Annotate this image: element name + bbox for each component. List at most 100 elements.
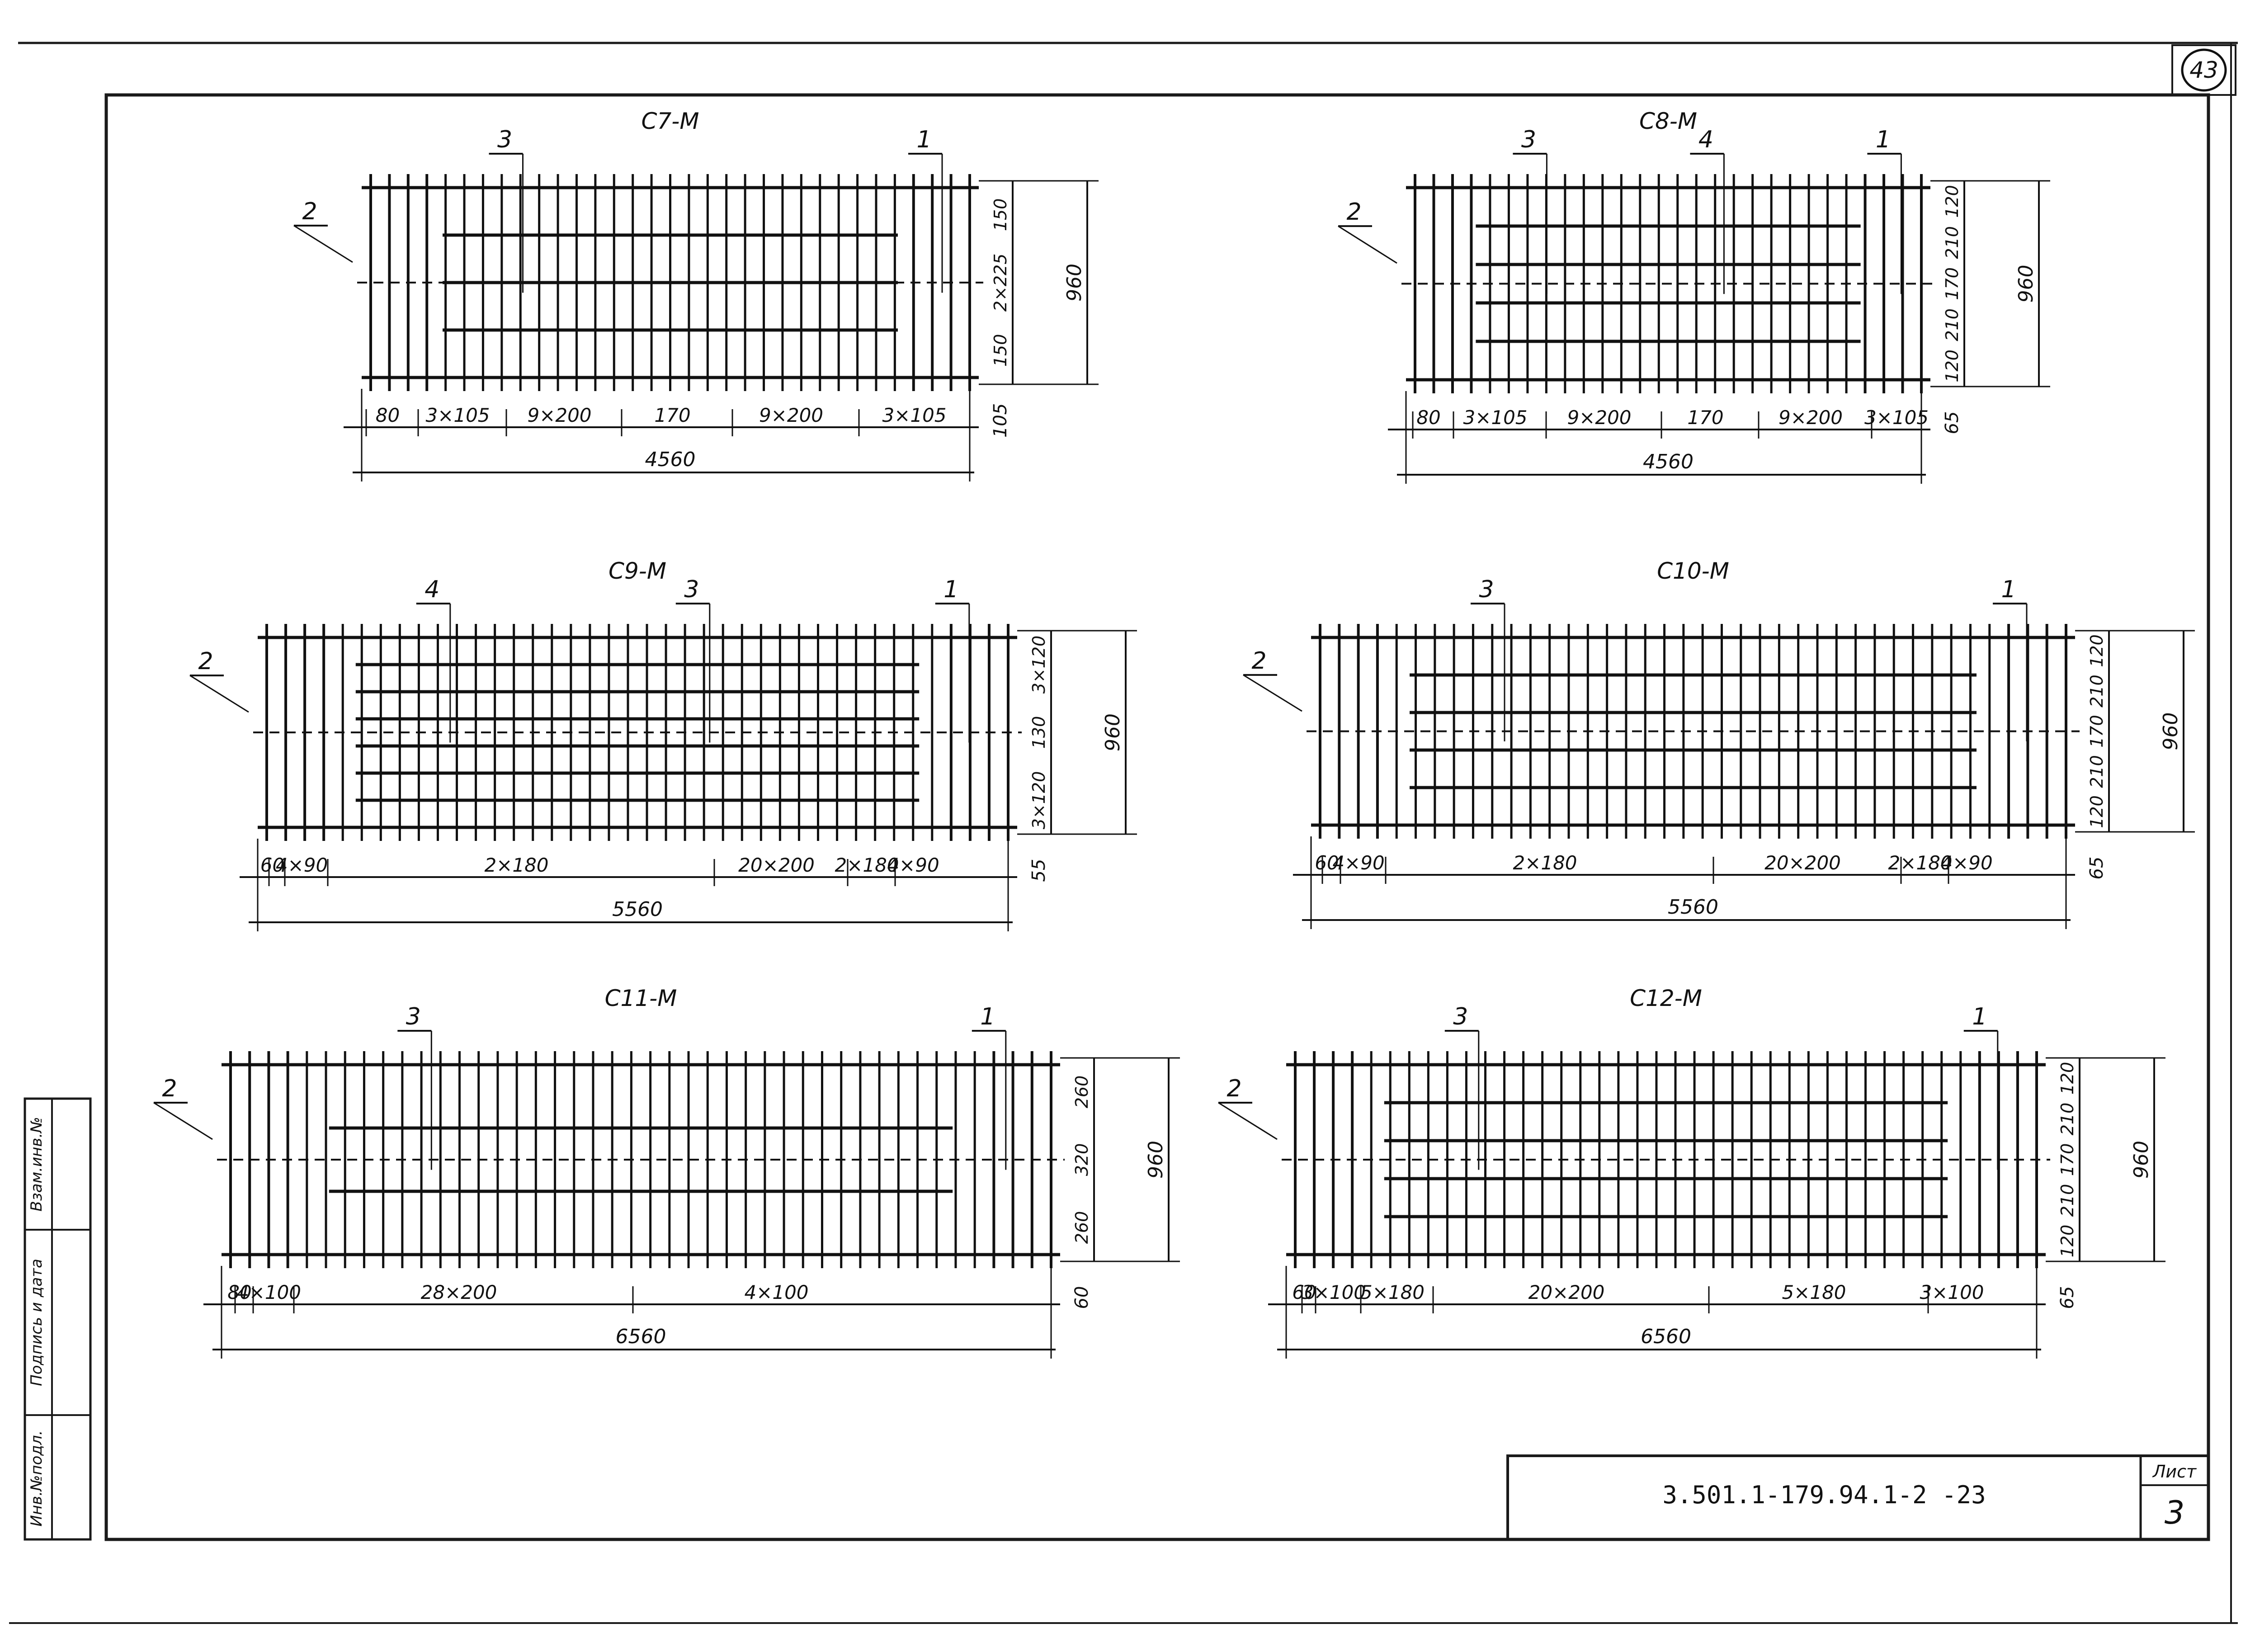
column-dimension: 3×100 <box>1920 1281 1984 1303</box>
column-dimension: 3×105 <box>1864 406 1929 429</box>
mesh-bars <box>253 624 1022 841</box>
row-dimension: 3×120 <box>1029 636 1049 694</box>
row-dimension: 320 <box>1072 1143 1092 1176</box>
sheet-number: 3 <box>2165 1494 2185 1531</box>
position-number: 2 <box>1346 198 1361 226</box>
position-number: 1 <box>1972 1003 1987 1030</box>
row-dimension: 210 <box>2057 1184 2077 1217</box>
column-dimension: 4×90 <box>1332 852 1384 874</box>
overall-width: 6560 <box>1641 1325 1691 1348</box>
row-dimension: 120 <box>2057 1225 2077 1258</box>
position-leaders <box>293 153 943 293</box>
overall-width: 4560 <box>1643 450 1694 473</box>
column-dimension: 4×90 <box>887 854 939 876</box>
mesh-title: С11-М <box>605 985 677 1011</box>
column-dimension: 9×200 <box>1567 406 1631 429</box>
drawing-frame <box>9 42 2238 1624</box>
document-number: 3.501.1-179.94.1-2 -23 <box>1662 1481 1986 1509</box>
row-dimension: 120 <box>2057 1062 2077 1095</box>
row-dimension: 170 <box>1942 267 1962 300</box>
column-dimension: 5×180 <box>1360 1281 1425 1303</box>
position-number: 3 <box>497 126 512 153</box>
overall-width: 5560 <box>612 898 663 921</box>
dimension-chain <box>1268 1057 2165 1359</box>
bottom-offset: 65 <box>2086 857 2107 880</box>
position-number: 2 <box>198 648 213 675</box>
leader-line <box>153 1102 213 1140</box>
leader-line <box>293 225 353 263</box>
sheet-mark-box <box>2171 44 2236 96</box>
overall-width: 6560 <box>616 1325 666 1348</box>
sheet-label: Лист <box>2152 1462 2197 1482</box>
mesh-title: С10-М <box>1657 558 1729 584</box>
side-stamp-replaced: Взам.инв.№ <box>28 1117 46 1211</box>
dimension-chain <box>240 630 1137 931</box>
column-dimension: 4×90 <box>276 854 328 876</box>
column-dimension: 3×105 <box>425 404 490 426</box>
mesh-title: С12-М <box>1630 985 1702 1011</box>
row-dimension: 120 <box>2087 795 2107 828</box>
column-dimension: 3×105 <box>882 404 946 426</box>
column-dimension: 80 <box>1416 406 1440 429</box>
position-leaders <box>1338 153 1902 294</box>
row-dimension: 120 <box>1942 349 1962 382</box>
column-dimension: 2×180 <box>484 854 548 876</box>
overall-height: 960 <box>2014 265 2038 303</box>
column-dimension: 20×200 <box>1528 1281 1605 1303</box>
position-number: 1 <box>2001 576 2016 603</box>
column-dimension: 2×180 <box>1513 852 1577 874</box>
row-dimension: 130 <box>1029 716 1049 749</box>
dimension-chain <box>1293 630 2195 929</box>
position-number: 2 <box>162 1075 177 1102</box>
mesh-title: С9-М <box>609 558 666 584</box>
row-dimension: 210 <box>2087 675 2107 708</box>
bottom-offset: 60 <box>1071 1286 1092 1309</box>
column-dimension: 4×90 <box>1940 852 1992 874</box>
column-dimension: 5×180 <box>1782 1281 1846 1303</box>
column-dimension: 20×200 <box>738 854 815 876</box>
column-dimension: 80 <box>227 1281 251 1303</box>
position-number: 3 <box>1521 126 1536 153</box>
position-leaders <box>189 603 970 743</box>
position-leaders <box>153 1030 1007 1170</box>
leader-line <box>1243 674 1302 712</box>
row-dimension: 210 <box>2057 1103 2077 1136</box>
inner-border <box>104 93 2210 1541</box>
bottom-offset: 65 <box>1942 411 1963 434</box>
overall-width: 5560 <box>1668 896 1718 919</box>
position-number: 4 <box>1698 126 1713 153</box>
mesh-bars <box>357 174 983 391</box>
position-number: 2 <box>1227 1075 1241 1102</box>
overall-height: 960 <box>1063 264 1086 302</box>
leader-line <box>1218 1102 1278 1140</box>
position-number: 3 <box>1453 1003 1468 1030</box>
column-dimension: 60 <box>260 854 284 876</box>
overall-height: 960 <box>2159 713 2182 750</box>
position-number: 2 <box>1251 647 1266 675</box>
overall-width: 4560 <box>645 448 696 471</box>
column-dimension: 60 <box>1292 1281 1316 1303</box>
column-dimension: 3×105 <box>1463 406 1527 429</box>
leader-line <box>1338 225 1397 264</box>
leader-line <box>189 675 249 713</box>
row-dimension: 170 <box>2057 1143 2077 1176</box>
overall-height: 960 <box>1101 713 1124 751</box>
position-number: 3 <box>1479 576 1494 603</box>
row-dimension: 210 <box>1942 226 1962 259</box>
bottom-offset: 55 <box>1028 859 1049 882</box>
position-number: 1 <box>944 576 958 603</box>
side-stamp <box>24 1097 92 1541</box>
sheet-mark: 43 <box>2189 57 2218 83</box>
row-dimension: 120 <box>1942 185 1962 218</box>
column-dimension: 9×200 <box>1779 406 1843 429</box>
row-dimension: 260 <box>1072 1076 1092 1109</box>
column-dimension: 170 <box>1687 406 1723 429</box>
mesh-title: С7-М <box>642 108 699 134</box>
row-dimension: 150 <box>991 334 1010 367</box>
column-dimension: 170 <box>654 404 690 426</box>
